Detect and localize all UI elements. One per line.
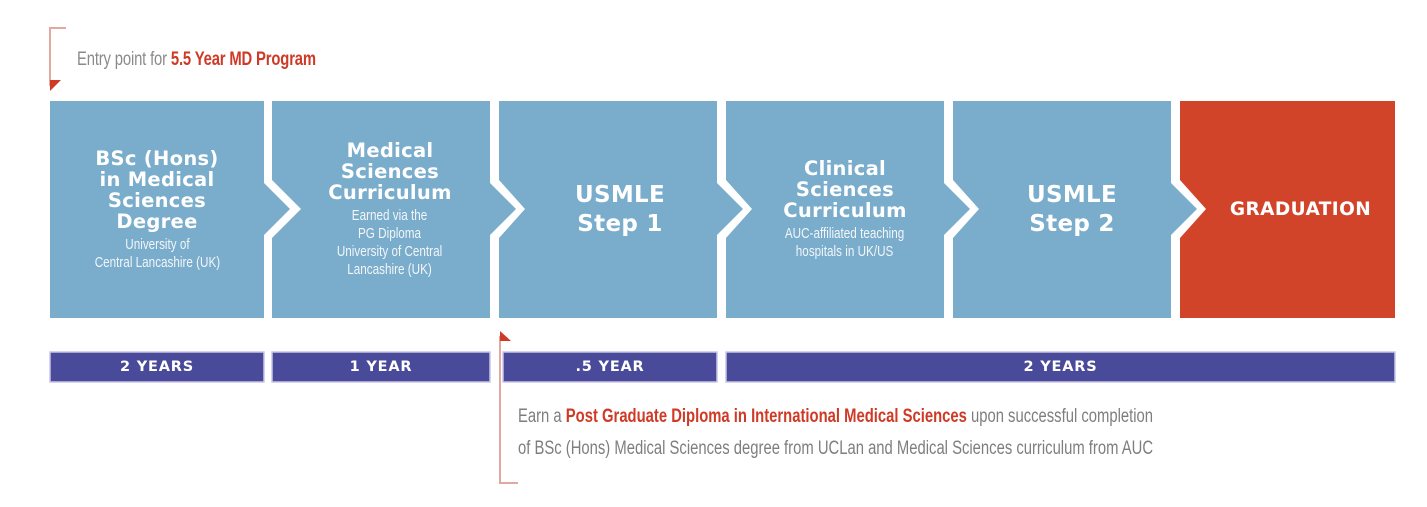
stage-box-1: [50, 101, 290, 318]
diploma-note-line-1: Earn a Post Graduate Diploma in Internat…: [518, 401, 1153, 433]
duration-label-2: 1 YEAR: [349, 359, 413, 375]
diploma-note-suffix: upon successful completion: [966, 406, 1154, 427]
stage-3-title-line: Step 1: [577, 210, 663, 237]
stage-1: BSc (Hons) in Medical Sciences Degree Un…: [50, 101, 264, 318]
stage-2-subtitle-line: PG Diploma: [358, 225, 422, 242]
entry-bracket: [49, 27, 66, 91]
diploma-note: Earn a Post Graduate Diploma in Internat…: [518, 401, 1153, 465]
duration-bar-4: [725, 351, 1396, 383]
stage-4-subtitle-line: AUC-affiliated teaching: [785, 225, 905, 242]
stage-box-graduation: [1180, 101, 1395, 318]
stage-5-title: USMLE Step 2: [1027, 181, 1117, 239]
stage-2-title-line: Curriculum: [328, 181, 452, 204]
stage-2-title-line: Sciences: [340, 160, 440, 183]
diploma-note-highlight: Post Graduate Diploma in International M…: [565, 406, 967, 427]
entry-point-note: Entry point for 5.5 Year MD Program: [77, 49, 316, 71]
stage-2-subtitle-line: Earned via the: [352, 207, 428, 224]
entry-note-highlight: 5.5 Year MD Program: [170, 49, 316, 70]
graduation-title-line: GRADUATION: [1229, 199, 1372, 220]
stage-4-title-line: Curriculum: [783, 199, 907, 222]
stage-1-subtitle-line: University of: [124, 235, 190, 253]
duration-bar-1: [49, 351, 265, 383]
stage-2-subtitle-line: Lancashire (UK): [347, 261, 433, 278]
stage-1-subtitle: University of Central Lancashire (UK): [94, 236, 220, 272]
stage-2-title-line: Medical: [346, 139, 434, 162]
stage-box-4: [726, 101, 970, 318]
stage-box-3: [499, 101, 743, 318]
duration-label-4: 2 YEARS: [1023, 359, 1098, 375]
stage-4-title-line: Clinical: [803, 157, 887, 180]
stage-4-subtitle-line: hospitals in UK/US: [796, 243, 894, 260]
diploma-note-line-2: of BSc (Hons) Medical Sciences degree fr…: [518, 438, 1154, 459]
diploma-note-prefix: Earn a: [518, 406, 566, 427]
stage-graduation: GRADUATION: [1206, 101, 1395, 318]
stage-5: USMLE Step 2: [972, 101, 1172, 318]
stage-4-subtitle: AUC-affiliated teaching hospitals in UK/…: [785, 225, 904, 261]
stage-box-2: [272, 101, 516, 318]
stage-4: Clinical Sciences Curriculum AUC-affilia…: [745, 101, 945, 318]
duration-label-1: 2 YEARS: [120, 359, 194, 375]
stage-5-title-line: USMLE: [1027, 181, 1117, 208]
stage-1-title-line: in Medical: [99, 167, 215, 191]
stage-4-title: Clinical Sciences Curriculum: [783, 158, 906, 221]
stage-1-title-line: Sciences: [107, 188, 207, 212]
stage-1-title: BSc (Hons) in Medical Sciences Degree: [95, 148, 218, 232]
stage-1-title-line: BSc (Hons): [95, 146, 219, 170]
stage-2-subtitle-line: University of Central: [337, 243, 443, 260]
stage-box-5: [953, 101, 1197, 318]
diploma-bracket: [499, 331, 518, 484]
stage-4-title-line: Sciences: [795, 178, 895, 201]
stage-1-subtitle-line: Central Lancashire (UK): [94, 253, 220, 271]
stage-2-subtitle: Earned via the PG Diploma University of …: [337, 207, 442, 279]
graduation-title: GRADUATION: [1230, 199, 1371, 220]
stage-3-title-line: USMLE: [575, 181, 665, 208]
stage-3-title: USMLE Step 1: [575, 181, 665, 239]
stage-1-title-line: Degree: [116, 209, 198, 233]
stage-3: USMLE Step 1: [520, 101, 720, 318]
entry-note-prefix: Entry point for: [77, 49, 171, 70]
duration-bar-2: [271, 351, 491, 383]
stage-5-title-line: Step 2: [1029, 210, 1115, 237]
duration-label-3: .5 YEAR: [575, 359, 645, 375]
stage-2-title: Medical Sciences Curriculum: [328, 140, 451, 203]
stage-2: Medical Sciences Curriculum Earned via t…: [290, 101, 490, 318]
duration-bar-3: [502, 351, 718, 383]
